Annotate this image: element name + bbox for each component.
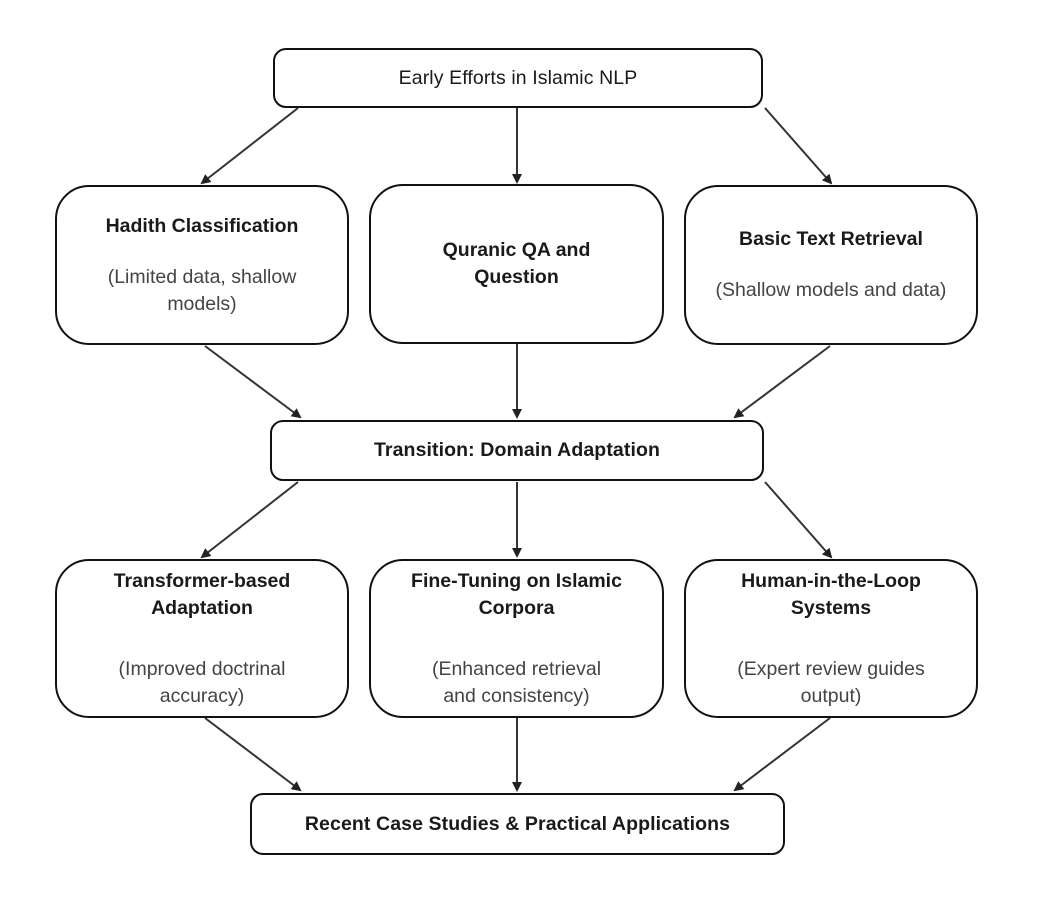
human-in-the-loop-note: (Expert review guides output) [737, 657, 925, 707]
early-efforts-node: Early Efforts in Islamic NLP [273, 48, 763, 108]
transition-label: Transition: Domain Adaptation [373, 439, 660, 461]
recent-case-studies-node: Recent Case Studies & Practical Applicat… [250, 793, 785, 855]
quranic-qa-node: Quranic QA and Question [369, 184, 664, 344]
transformer-adaptation-node: Transformer-based Adaptation (Improved d… [55, 559, 349, 718]
basic-text-retrieval-node: Basic Text Retrieval (Shallow models and… [684, 185, 978, 345]
arrow-early-to-retrieval [764, 107, 833, 185]
arrow-early-to-hadith [200, 107, 299, 185]
human-in-the-loop-title: Human-in-the-Loop Systems [741, 569, 921, 619]
recent-case-studies-label: Recent Case Studies & Practical Applicat… [304, 812, 731, 835]
quranic-qa-title: Quranic QA and Question [442, 239, 591, 288]
basic-text-retrieval-note: (Shallow models and data) [715, 279, 947, 301]
hadith-classification-node: Hadith Classification (Limited data, sha… [55, 185, 349, 345]
human-in-the-loop-node: Human-in-the-Loop Systems (Expert review… [684, 559, 978, 718]
arrow-transition-to-transformer [200, 481, 299, 559]
hadith-classification-note: (Limited data, shallow models) [107, 265, 297, 315]
fine-tuning-note: (Enhanced retrieval and consistency) [431, 657, 602, 707]
basic-text-retrieval-title: Basic Text Retrieval [739, 228, 923, 250]
early-efforts-label: Early Efforts in Islamic NLP [398, 66, 638, 89]
arrow-transition-to-hitl [764, 481, 833, 559]
arrow-transformer-to-recent [204, 717, 302, 792]
arrow-hitl-to-recent [733, 717, 831, 792]
arrow-retrieval-to-transition [733, 345, 831, 419]
hadith-classification-title: Hadith Classification [105, 214, 299, 237]
transition-node: Transition: Domain Adaptation [270, 420, 764, 481]
arrow-hadith-to-transition [204, 345, 302, 419]
transformer-adaptation-title: Transformer-based Adaptation [113, 569, 291, 619]
transformer-adaptation-note: (Improved doctrinal accuracy) [118, 657, 286, 707]
fine-tuning-node: Fine-Tuning on Islamic Corpora (Enhanced… [369, 559, 664, 718]
fine-tuning-title: Fine-Tuning on Islamic Corpora [411, 569, 622, 619]
